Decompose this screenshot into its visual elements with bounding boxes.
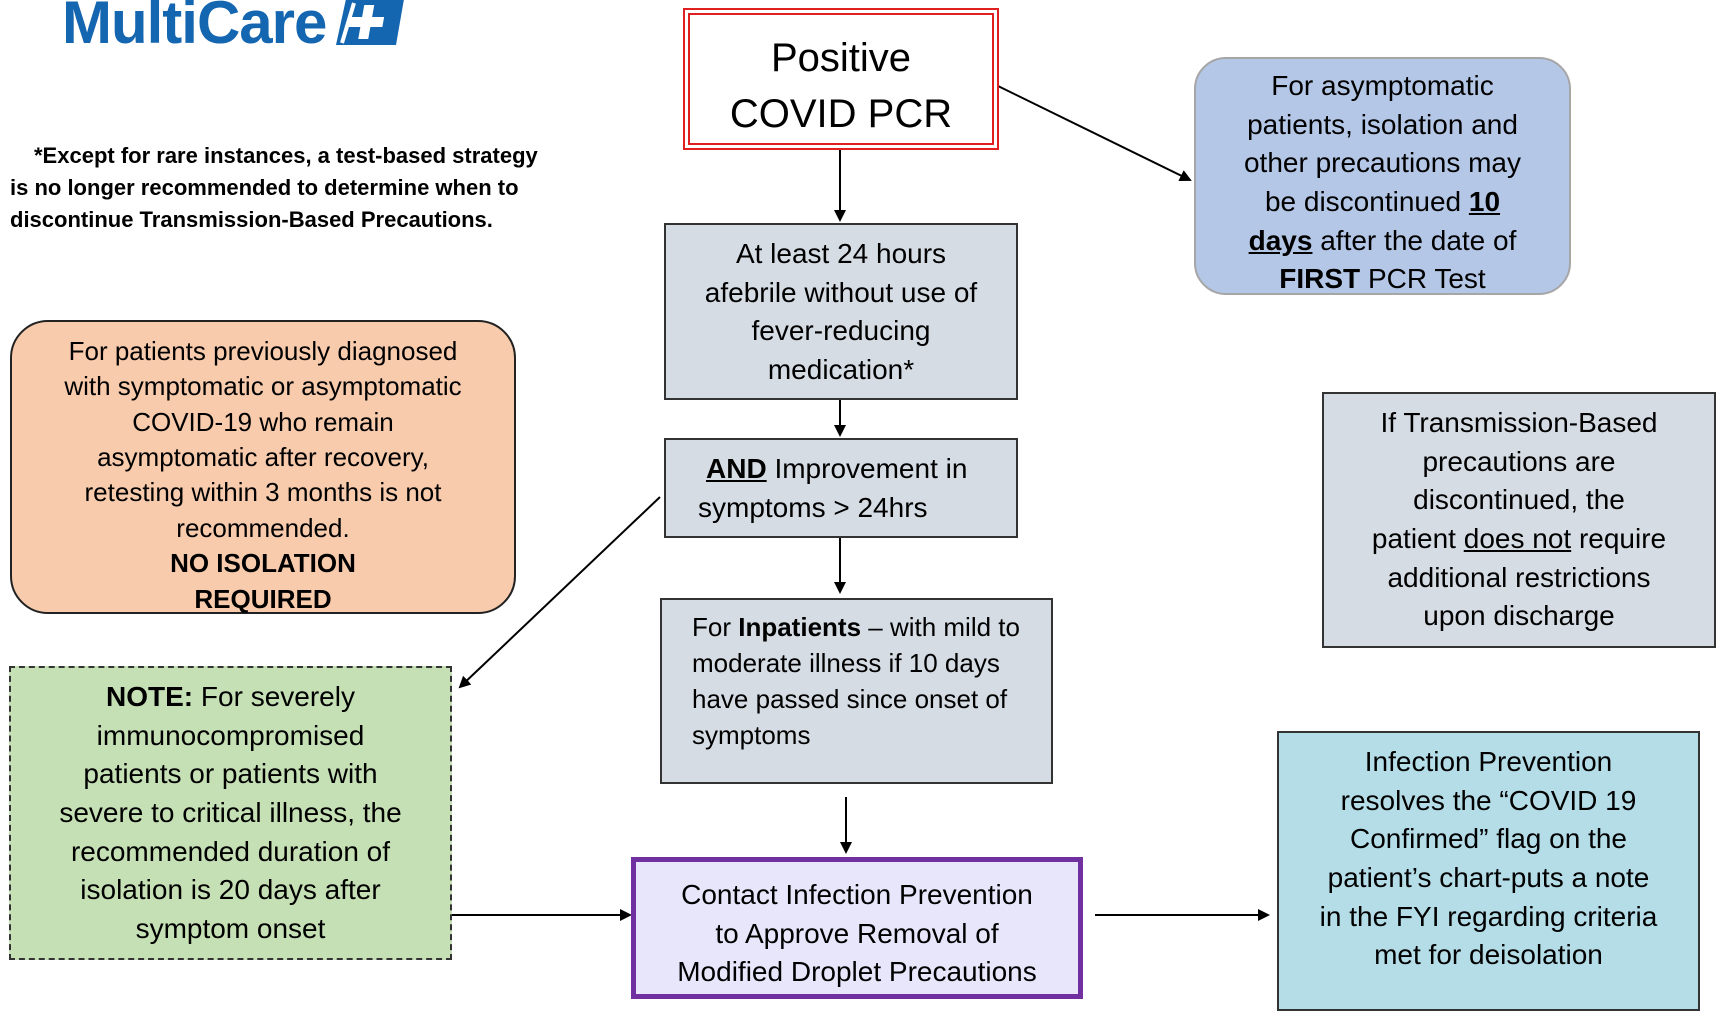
- imm-line-2: immunocompromised: [96, 719, 365, 751]
- imm-line-7: symptom onset: [135, 912, 326, 944]
- asymp-line-5b: after the date of: [1312, 224, 1517, 256]
- asymp-first: FIRST: [1279, 263, 1361, 295]
- asymp-line-4: be discontinued 10: [1265, 183, 1500, 222]
- asymp-line-2: patients, isolation and: [1247, 108, 1518, 140]
- inp-inpatients: Inpatients: [738, 612, 862, 642]
- prev-line-6: recommended.: [176, 512, 350, 543]
- logo-cross-icon: [336, 0, 405, 45]
- inp-line-4: symptoms: [692, 719, 811, 750]
- asymptomatic-box: For asymptomatic patients, isolation and…: [1194, 57, 1571, 295]
- prev-line-1: For patients previously diagnosed: [68, 336, 458, 366]
- afebrile-line-2: afebrile without use of: [704, 276, 978, 308]
- contact-line-1: Contact Infection Prevention: [681, 879, 1033, 910]
- logo-text: MultiCare: [62, 0, 327, 56]
- disc-line-4c: require: [1571, 522, 1667, 554]
- contact-line-2: to Approve Removal of: [715, 917, 999, 949]
- imm-line-1b: For severely: [193, 681, 355, 712]
- prev-line-3: COVID-19 who remain: [132, 406, 394, 437]
- asymp-line-5: days after the date of: [1249, 222, 1517, 261]
- disc-line-3: discontinued, the: [1413, 484, 1625, 516]
- inpatients-box: For Inpatients – with mild to moderate i…: [660, 598, 1053, 784]
- asymp-line-3: other precautions may: [1243, 147, 1522, 179]
- prev-line-2: with symptomatic or asymptomatic: [64, 371, 462, 402]
- improvement-line-1: AND Improvement in: [698, 450, 967, 489]
- multicare-logo: MultiCare: [62, 0, 406, 58]
- note-line-1: *Except for rare instances, a test-based…: [34, 143, 538, 168]
- prev-line-7: NO ISOLATION: [170, 548, 356, 579]
- disc-line-5: additional restrictions: [1387, 561, 1651, 593]
- improvement-line-1b: Improvement in: [766, 453, 968, 484]
- prev-line-4: asymptomatic after recovery,: [97, 442, 429, 473]
- imm-note-label: NOTE:: [106, 681, 194, 712]
- disc-line-2: precautions are: [1422, 445, 1616, 477]
- previous-diagnosis-box: For patients previously diagnosed with s…: [10, 320, 516, 614]
- imm-line-1: NOTE: For severely: [106, 678, 355, 717]
- prev-line-8: REQUIRED: [194, 583, 332, 614]
- disc-line-6: upon discharge: [1423, 600, 1615, 632]
- prev-line-5: retesting within 3 months is not: [84, 477, 442, 508]
- disc-line-1: If Transmission-Based: [1380, 407, 1658, 438]
- improvement-box: AND Improvement in symptoms > 24hrs: [664, 438, 1018, 538]
- positive-line-2: COVID PCR: [729, 92, 953, 136]
- imm-line-3: patients or patients with: [83, 758, 378, 790]
- contact-infection-prevention-box: Contact Infection Prevention to Approve …: [631, 857, 1083, 999]
- afebrile-line-1: At least 24 hours: [735, 238, 947, 269]
- asymp-10: 10: [1468, 185, 1501, 217]
- asymp-line-4a: be discontinued: [1264, 185, 1469, 217]
- resolve-line-1: Infection Prevention: [1364, 746, 1613, 777]
- asymp-line-6b: PCR Test: [1360, 263, 1486, 295]
- afebrile-line-4: medication*: [767, 353, 915, 385]
- resolve-line-4: patient’s chart-puts a note: [1327, 861, 1650, 893]
- inp-line-2: moderate illness if 10 days: [692, 647, 1000, 678]
- imm-line-5: recommended duration of: [70, 835, 391, 867]
- note-line-2: is no longer recommended to determine wh…: [10, 174, 519, 200]
- inp-line-1c: – with mild to: [861, 612, 1020, 642]
- resolve-flag-box: Infection Prevention resolves the “COVID…: [1277, 731, 1700, 1011]
- resolve-line-5: in the FYI regarding criteria: [1319, 900, 1658, 932]
- contact-line-3: Modified Droplet Precautions: [677, 956, 1037, 988]
- resolve-line-2: resolves the “COVID 19: [1340, 784, 1637, 816]
- inp-line-3: have passed since onset of: [692, 683, 1008, 714]
- arrow-improvement-to-note: [458, 496, 661, 689]
- disc-line-4a: patient: [1371, 522, 1464, 554]
- inp-line-1: For Inpatients – with mild to: [692, 610, 1020, 646]
- positive-line-1: Positive: [770, 36, 912, 80]
- asymp-days: days: [1248, 224, 1313, 256]
- test-strategy-note: *Except for rare instances, a test-based…: [10, 140, 610, 236]
- disc-line-4: patient does not require: [1372, 520, 1666, 559]
- improvement-and: AND: [706, 453, 767, 484]
- immunocompromised-note-box: NOTE: For severely immunocompromised pat…: [9, 666, 452, 960]
- note-line-3: discontinue Transmission-Based Precautio…: [10, 206, 493, 232]
- asymp-line-6: FIRST PCR Test: [1279, 260, 1485, 299]
- disc-does-not: does not: [1463, 522, 1572, 554]
- resolve-line-3: Confirmed” flag on the: [1349, 823, 1628, 855]
- positive-pcr-box: Positive COVID PCR: [683, 8, 999, 150]
- improvement-line-2: symptoms > 24hrs: [698, 491, 928, 523]
- discontinued-box: If Transmission-Based precautions are di…: [1322, 392, 1716, 648]
- resolve-line-6: met for deisolation: [1374, 939, 1603, 971]
- asymp-line-1: For asymptomatic: [1271, 70, 1494, 101]
- afebrile-box: At least 24 hours afebrile without use o…: [664, 223, 1018, 400]
- imm-line-6: isolation is 20 days after: [80, 874, 381, 906]
- afebrile-line-3: fever-reducing: [751, 315, 931, 347]
- arrow-positive-to-asymptomatic: [997, 85, 1192, 181]
- imm-line-4: severe to critical illness, the: [59, 796, 402, 828]
- inp-line-1a: For: [692, 612, 739, 642]
